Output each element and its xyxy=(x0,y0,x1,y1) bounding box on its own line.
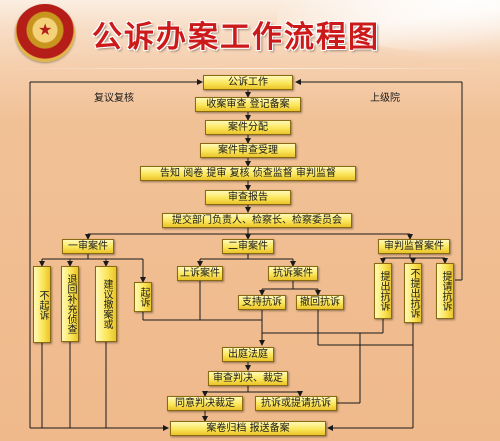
option-suggest-withdraw[interactable]: 建议撤案或 xyxy=(95,266,117,342)
option-prosecute[interactable]: 起诉 xyxy=(134,282,152,312)
option-no-protest[interactable]: 不提出抗诉 xyxy=(404,263,422,323)
left-loop-label: 复议复核 xyxy=(94,93,134,104)
option-supplementary-investigation[interactable]: 退回补充侦查 xyxy=(61,266,79,342)
step-agree-judgment[interactable]: 同意判决裁定 xyxy=(167,396,243,411)
branch-supervision[interactable]: 审判监督案件 xyxy=(378,239,450,254)
right-loop-label: 上级院 xyxy=(370,93,400,104)
step-submit-leadership[interactable]: 提交部门负责人、检察长、检察委员会 xyxy=(162,213,352,228)
step-court-appearance[interactable]: 出庭法庭 xyxy=(222,347,274,362)
case-protest[interactable]: 抗诉案件 xyxy=(268,266,318,281)
step-review-judgment[interactable]: 审查判决、裁定 xyxy=(208,371,288,386)
step-protest-or-request[interactable]: 抗诉或提请抗诉 xyxy=(255,396,337,411)
step-archive-filing[interactable]: 案卷归档 报送备案 xyxy=(170,421,326,436)
step-case-assignment[interactable]: 案件分配 xyxy=(205,120,291,135)
support-protest[interactable]: 支持抗诉 xyxy=(238,295,286,310)
step-case-review[interactable]: 案件审查受理 xyxy=(200,143,296,158)
option-non-prosecution[interactable]: 不起诉 xyxy=(33,266,51,343)
step-case-intake[interactable]: 收案审查 登记备案 xyxy=(195,97,301,112)
step-review-actions[interactable]: 告知 阅卷 提审 复核 侦查监督 审判监督 xyxy=(140,166,356,181)
branch-second-instance[interactable]: 二审案件 xyxy=(222,239,274,254)
branch-first-instance[interactable]: 一审案件 xyxy=(62,239,114,254)
withdraw-protest[interactable]: 撤回抗诉 xyxy=(296,295,344,310)
step-prosecution-work[interactable]: 公诉工作 xyxy=(203,75,293,90)
header-divider xyxy=(0,68,500,69)
page-title: 公诉办案工作流程图 xyxy=(92,20,380,55)
procuratorate-emblem-icon: ★ xyxy=(15,4,75,62)
case-appeal[interactable]: 上诉案件 xyxy=(177,266,223,281)
option-file-protest[interactable]: 提出抗诉 xyxy=(374,263,392,319)
step-review-report[interactable]: 审查报告 xyxy=(205,190,291,205)
option-request-protest[interactable]: 提请抗诉 xyxy=(436,263,454,319)
